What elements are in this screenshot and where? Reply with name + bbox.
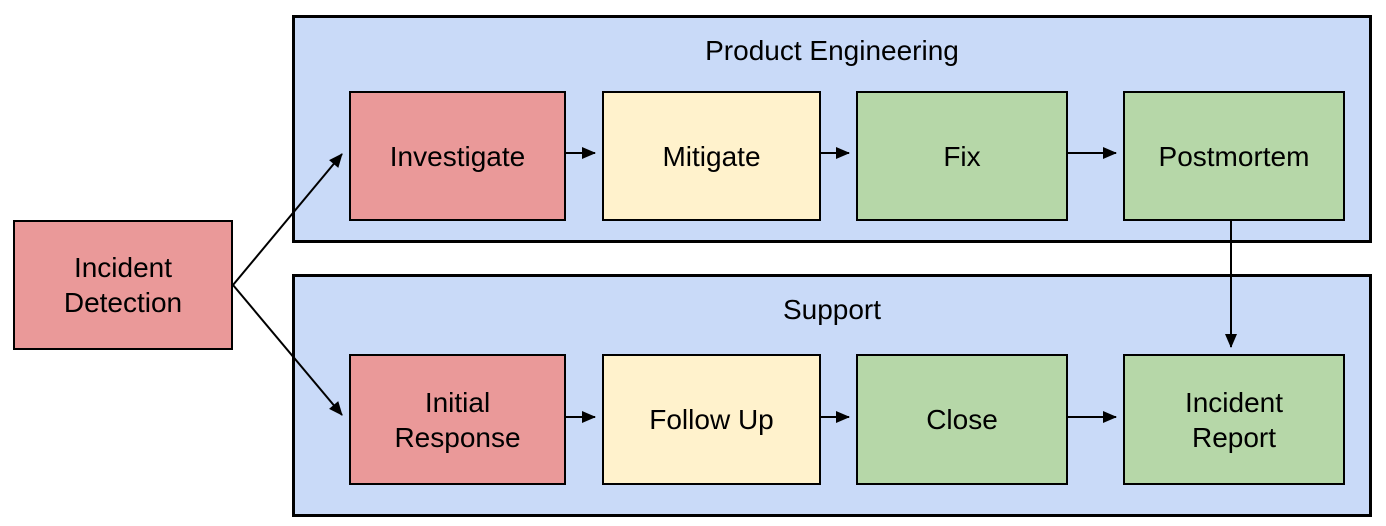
node-label: Initial Response	[394, 386, 521, 453]
node-close[interactable]: Close	[856, 354, 1068, 485]
node-label: Incident Report	[1184, 386, 1284, 453]
node-label: Mitigate	[662, 140, 761, 172]
node-label: Follow Up	[649, 404, 774, 435]
lane-support: Support Initial Response Follow Up Close…	[292, 274, 1372, 517]
node-label: Fix	[943, 140, 981, 172]
node-incident-report[interactable]: Incident Report	[1123, 354, 1345, 485]
lane-title-support: Support	[782, 294, 882, 325]
node-label: Postmortem	[1158, 140, 1310, 172]
node-fix[interactable]: Fix	[856, 91, 1068, 221]
node-label: Investigate	[389, 140, 526, 172]
node-label: Incident Detection	[63, 252, 183, 318]
node-follow-up[interactable]: Follow Up	[602, 354, 821, 485]
lane-product-engineering: Product Engineering Investigate Mitigate…	[292, 15, 1372, 243]
node-investigate[interactable]: Investigate	[349, 91, 566, 221]
node-mitigate[interactable]: Mitigate	[602, 91, 821, 221]
node-label: Close	[926, 404, 998, 435]
node-incident-detection[interactable]: Incident Detection	[13, 220, 233, 350]
lane-title-product-engineering: Product Engineering	[705, 35, 959, 66]
node-initial-response[interactable]: Initial Response	[349, 354, 566, 485]
node-postmortem[interactable]: Postmortem	[1123, 91, 1345, 221]
